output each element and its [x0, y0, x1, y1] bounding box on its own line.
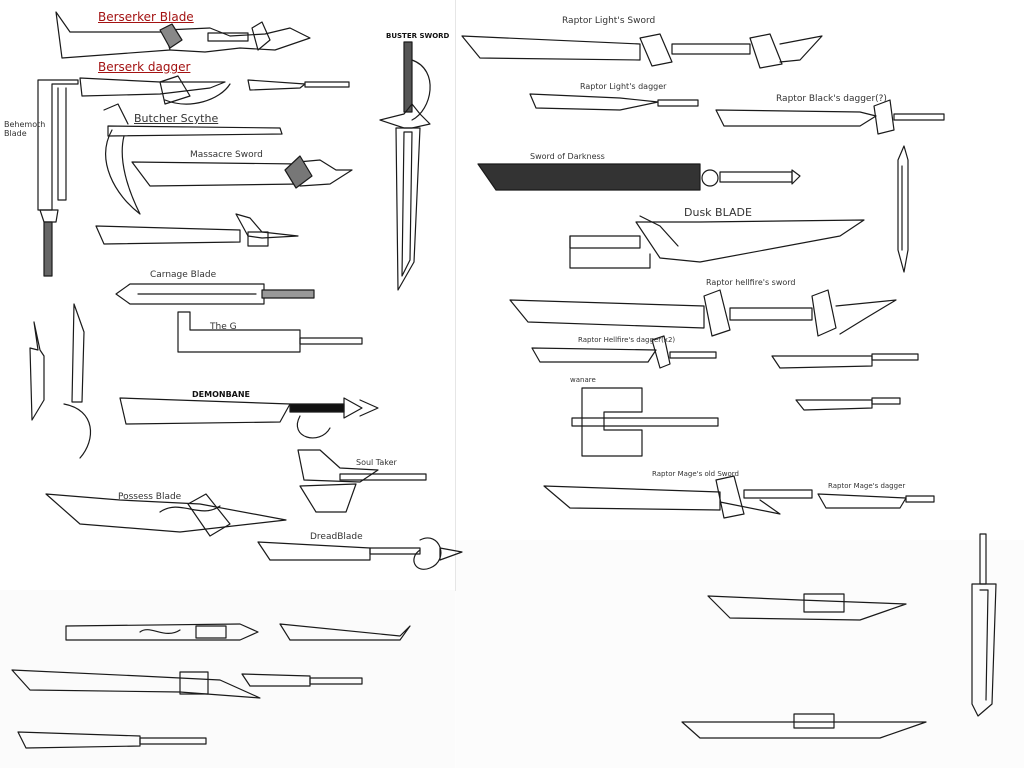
- buster-sword-drawing: [379, 41, 431, 291]
- butcher-scythe-drawing: [103, 103, 283, 215]
- label-raptor-hellfires-sword: Raptor hellfire's sword: [706, 278, 796, 287]
- sword-of-darkness-drawing: [477, 163, 801, 191]
- small-knives-drawing: [771, 353, 919, 411]
- label-behemoth-blade: Behemoth Blade: [4, 120, 46, 138]
- label-sword-of-darkness: Sword of Darkness: [530, 152, 605, 161]
- label-raptor-blacks-dagger: Raptor Black's dagger(?): [776, 94, 887, 104]
- bottom-right-panel: [456, 540, 1024, 768]
- wanare-drawing: [571, 387, 719, 457]
- label-possess-blade: Possess Blade: [118, 492, 182, 502]
- possess-blade-drawing: [45, 493, 287, 537]
- label-berserker-blade: Berserker Blade: [98, 10, 194, 24]
- the-g-drawing: [177, 311, 363, 353]
- label-raptor-hellfires-dagger: Raptor Hellfire's dagger(x2): [578, 336, 676, 344]
- tall-blade-drawing: [971, 533, 997, 717]
- spear-drawing: [95, 213, 299, 247]
- dusk-blade-drawing: [569, 215, 865, 269]
- label-raptor-mages-dagger: Raptor Mage's dagger: [828, 482, 906, 490]
- raptor-blacks-dagger-drawing: [715, 99, 945, 135]
- label-the-g: The G: [210, 322, 237, 332]
- label-berserk-dagger: Berserk dagger: [98, 60, 191, 74]
- raptor-mages-old-sword-drawing: [543, 475, 813, 519]
- massacre-sword-drawing: [131, 155, 353, 189]
- dread-blade-drawing: [257, 537, 463, 570]
- label-wanare: wanare: [570, 376, 596, 384]
- small-dagger-drawing: [247, 79, 350, 91]
- label-demonbane: DEMONBANE: [192, 390, 251, 399]
- vertical-dagger-drawing: [897, 145, 909, 273]
- label-carnage-blade: Carnage Blade: [150, 270, 217, 280]
- right-panel: [456, 0, 1024, 540]
- behemoth-blade-drawing: [37, 79, 79, 277]
- raptor-lights-sword-drawing: [461, 33, 823, 69]
- label-butcher-scythe: Butcher Scythe: [134, 112, 219, 125]
- left-panel: [0, 0, 456, 591]
- berserk-dagger-drawing: [79, 75, 231, 105]
- soul-taker-drawing: [297, 449, 427, 513]
- raptor-mages-dagger-drawing: [817, 493, 935, 509]
- label-buster-sword: BUSTER SWORD: [386, 32, 450, 40]
- left-daggers-drawing: [29, 303, 92, 459]
- label-raptor-mages-old-sword: Raptor Mage's old Sword: [652, 470, 739, 478]
- label-raptor-lights-dagger: Raptor Light's dagger: [580, 82, 667, 91]
- bottom-left-swords-drawing: [11, 623, 411, 749]
- bottom-right-blades-drawing: [681, 593, 927, 739]
- raptor-hellfires-sword-drawing: [509, 289, 897, 337]
- bottom-left-panel: [0, 590, 455, 768]
- demonbane-drawing: [119, 397, 379, 439]
- label-massacre-sword: Massacre Sword: [190, 150, 263, 160]
- label-dread-blade: DreadBlade: [310, 532, 363, 542]
- raptor-lights-dagger-drawing: [529, 93, 699, 111]
- label-soul-taker: Soul Taker: [356, 458, 397, 467]
- label-dusk-blade: Dusk BLADE: [684, 206, 752, 219]
- berserker-blade-drawing: [55, 11, 311, 59]
- carnage-blade-drawing: [115, 283, 315, 305]
- label-raptor-lights-sword: Raptor Light's Sword: [562, 16, 656, 26]
- raptor-hellfires-dagger-drawing: [531, 335, 717, 369]
